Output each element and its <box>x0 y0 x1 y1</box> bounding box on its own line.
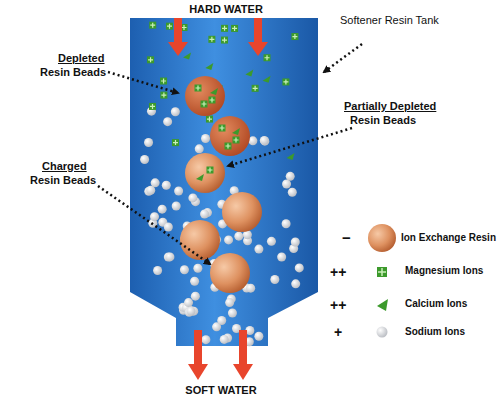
legend-samples <box>368 224 396 338</box>
flow-arrows <box>168 18 268 380</box>
callout-label: Partially Depleted <box>344 100 436 113</box>
resin-tank <box>130 18 318 346</box>
legend-text: Magnesium Ions <box>405 265 483 277</box>
legend-text: Sodium Ions <box>405 326 465 338</box>
legend-text: Calcium Ions <box>405 298 467 310</box>
leader-lines <box>98 44 362 264</box>
callout-label: Resin Beads <box>40 66 106 79</box>
callout-label: Resin Beads <box>350 114 416 127</box>
callout-label: HARD WATER <box>189 3 263 16</box>
callout-label: Depleted <box>58 52 104 65</box>
callout-label: − <box>342 229 351 246</box>
legend-text: Ion Exchange Resin <box>401 232 496 244</box>
callout-label: ++ <box>330 297 346 313</box>
bead-ions <box>195 85 241 182</box>
callout-label: SOFT WATER <box>185 384 256 397</box>
callout-label: Resin Beads <box>30 174 96 187</box>
callout-label: Softener Resin Tank <box>340 14 439 27</box>
ion-particles <box>140 22 304 347</box>
callout-label: + <box>334 324 342 340</box>
callout-label: ++ <box>330 264 346 280</box>
callout-label: Charged <box>42 160 87 173</box>
resin-beads <box>180 76 262 293</box>
